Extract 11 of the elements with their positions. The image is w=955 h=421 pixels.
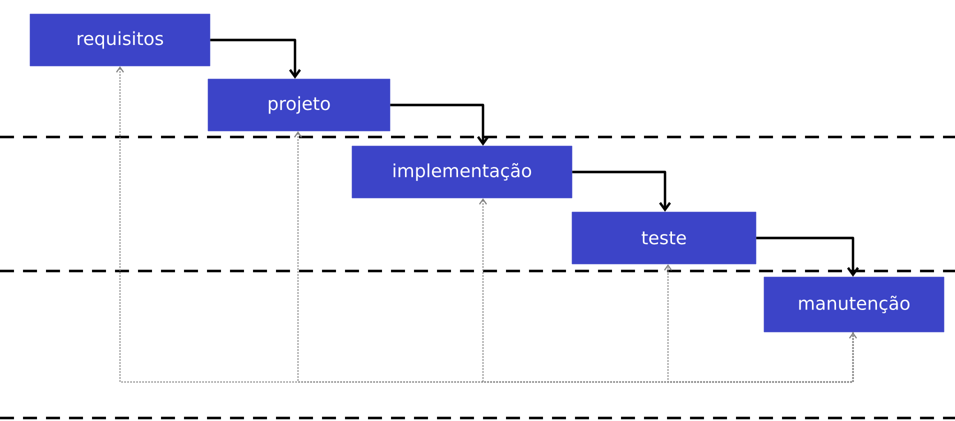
feedback-arrow (664, 264, 854, 383)
arrow (210, 38, 301, 79)
process-box: requisitos (30, 14, 210, 66)
arrow (390, 104, 489, 146)
feedback-arrow (849, 332, 857, 382)
arrow (572, 170, 671, 212)
process-box: manutenção (764, 276, 944, 332)
process-box: projeto (208, 78, 390, 132)
arrow (756, 236, 859, 277)
process-box: teste (572, 212, 756, 264)
process-box: implementação (352, 146, 572, 198)
